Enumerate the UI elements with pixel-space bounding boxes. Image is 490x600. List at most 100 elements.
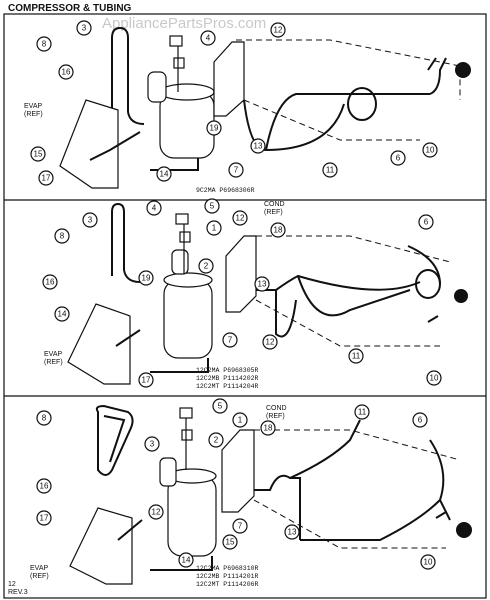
evap-ref-3: (REF) [30,573,49,580]
callout: 1 [212,224,217,233]
callout: 12 [152,508,161,517]
hole-marker-2 [454,289,468,303]
tube-10b [427,315,439,323]
coil-6b [415,269,441,299]
callout: 19 [210,124,219,133]
evap-ref-1: (REF) [24,111,43,118]
callout: 3 [88,216,93,225]
callout: 2 [204,262,209,271]
cond-ref-2: (REF) [264,209,283,216]
evaporator-ref-2 [67,303,131,385]
callout: 3 [82,24,87,33]
callout: 11 [326,166,335,175]
callout: 8 [42,40,47,49]
callout: 7 [238,522,243,531]
callout: 7 [234,166,239,175]
condenser-ref-1 [213,41,245,117]
callout: 17 [142,376,151,385]
callout: 18 [264,424,273,433]
callout: 19 [142,274,151,283]
callout: 1 [238,416,243,425]
cond-label-2: COND [264,201,285,208]
cond-ref-3: (REF) [266,413,285,420]
callout: 6 [396,154,401,163]
callout: 14 [58,310,67,319]
hole-marker-1 [455,62,471,78]
hole-marker-3 [456,522,472,538]
evap-label-2: EVAP [44,351,62,358]
callout: 16 [46,278,55,287]
section-1: EVAP (REF) 9C2MA P6968306R 3 8 4 16 19 1… [24,20,471,194]
coil-6 [347,87,377,121]
evaporator-ref-1 [59,99,119,189]
callout: 4 [152,204,157,213]
callout: 14 [160,170,169,179]
callout: 16 [40,482,49,491]
tube-11b [256,274,421,291]
callouts-1: 3 8 4 16 19 13 11 6 10 7 14 15 17 12 [30,20,438,186]
callout: 13 [258,280,267,289]
evap-label-3: EVAP [30,565,48,572]
callout: 2 [214,436,219,445]
diagram-title: COMPRESSOR & TUBING [8,3,132,14]
tube-11 [243,93,430,152]
watermark: AppliancePartsPros.com [102,15,266,32]
section-3: EVAP (REF) COND (REF) 12C2MA P6968310R 1… [30,398,472,588]
model-3b: 12C2MB P1114201R [196,573,259,580]
callout: 11 [352,352,361,361]
callout: 12 [236,214,245,223]
callout: 6 [424,218,429,227]
callout: 15 [34,150,43,159]
callout: 3 [150,440,155,449]
callout: 18 [274,226,283,235]
callout: 17 [40,514,49,523]
callout: 4 [206,34,211,43]
callout: 11 [358,408,367,417]
callout: 17 [42,174,51,183]
footer-page: 12 [8,581,16,588]
callouts-2: 3 4 5 12 1 18 6 8 2 16 14 7 12 11 10 17 … [42,198,442,388]
accumulator-2 [171,249,189,275]
callout: 7 [228,336,233,345]
callout: 13 [254,142,263,151]
callout: 5 [210,202,215,211]
tube-8 [111,26,129,118]
callout: 13 [288,528,297,537]
condenser-ref-2 [225,235,257,313]
model-3c: 12C2MT P1114206R [196,581,259,588]
tube-11c [254,474,301,540]
diagram-frame [3,13,487,599]
cond-label-3: COND [266,405,287,412]
callout: 16 [62,68,71,77]
callout: 14 [182,556,191,565]
callout: 12 [274,26,283,35]
condenser-ref-3 [221,429,255,513]
callout: 10 [426,146,435,155]
compressor-1 [159,91,215,159]
callout: 10 [424,558,433,567]
callout: 8 [42,414,47,423]
model-2b: 12C2MB P1114202R [196,375,259,382]
model-2a: 12C2MA P6968305R [196,367,259,374]
accumulator-3 [159,457,177,487]
accumulator-1 [147,71,167,103]
callout: 8 [60,232,65,241]
callout: 5 [218,402,223,411]
compressor-3 [167,475,217,557]
evap-ref-2: (REF) [44,359,63,366]
evap-label-1: EVAP [24,103,42,110]
callout: 15 [226,538,235,547]
callout: 10 [430,374,439,383]
model-2c: 12C2MT P1114204R [196,383,259,390]
model-1a: 9C2MA P6968306R [196,187,255,194]
callout: 6 [418,416,423,425]
tube-10c [435,511,447,519]
callouts-3: 8 5 1 11 6 3 2 18 16 17 7 13 15 14 10 12 [36,398,436,570]
compressor-2 [163,279,213,359]
model-3a: 12C2MA P6968310R [196,565,259,572]
tube-10 [427,57,437,71]
tube-8b [111,202,141,283]
evaporator-ref-3 [69,507,133,585]
